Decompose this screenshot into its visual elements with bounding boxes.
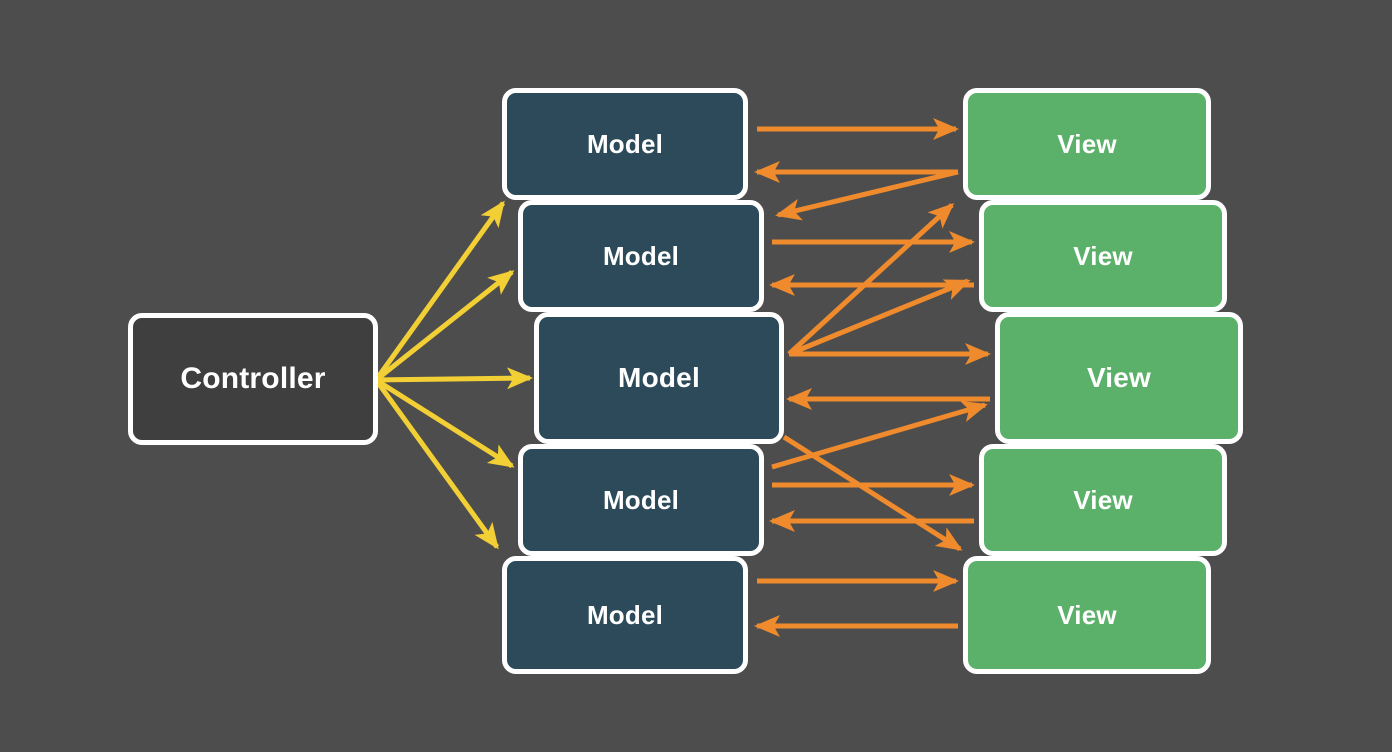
view-box-5[interactable]: View [963, 556, 1211, 674]
model-box-1[interactable]: Model [502, 88, 748, 200]
model-box-label: Model [586, 600, 664, 630]
view-1-to-model-2-cross [775, 169, 959, 221]
controller-to-model-5 [373, 378, 500, 550]
model-3-to-view-2-cross [788, 278, 971, 357]
model-box-label: Model [618, 362, 700, 393]
model-box-2[interactable]: Model [518, 200, 764, 312]
controller-to-model-3 [375, 367, 533, 390]
view-box-4[interactable]: View [979, 444, 1227, 556]
cross-link-arrow-group [771, 169, 988, 552]
model-3-to-view-5-cross [782, 434, 963, 552]
view-box-3[interactable]: View [995, 312, 1243, 444]
controller-to-model-1 [373, 200, 506, 382]
view-box-label: View [1073, 485, 1133, 515]
model-box-4[interactable]: Model [518, 444, 764, 556]
model-box-label: Model [602, 485, 680, 515]
controller-to-model-4 [374, 377, 515, 469]
controller-box[interactable]: Controller [128, 313, 378, 445]
view-box-2[interactable]: View [979, 200, 1227, 312]
model-box-3[interactable]: Model [534, 312, 784, 444]
model-box-label: Model [586, 129, 664, 159]
model-view-arrow-group [753, 117, 992, 638]
view-box-label: View [1086, 362, 1152, 393]
controller-box-label: Controller [180, 362, 326, 395]
model-box-label: Model [602, 241, 680, 271]
model-4-to-view-3-cross [771, 400, 988, 470]
view-box-label: View [1057, 129, 1117, 159]
controller-to-model-2 [374, 270, 515, 382]
view-box-1[interactable]: View [963, 88, 1211, 200]
view-box-label: View [1057, 600, 1117, 630]
view-box-label: View [1073, 241, 1133, 271]
model-3-to-view-1-cross [787, 202, 955, 356]
model-box-5[interactable]: Model [502, 556, 748, 674]
controller-arrow-group [373, 200, 533, 550]
